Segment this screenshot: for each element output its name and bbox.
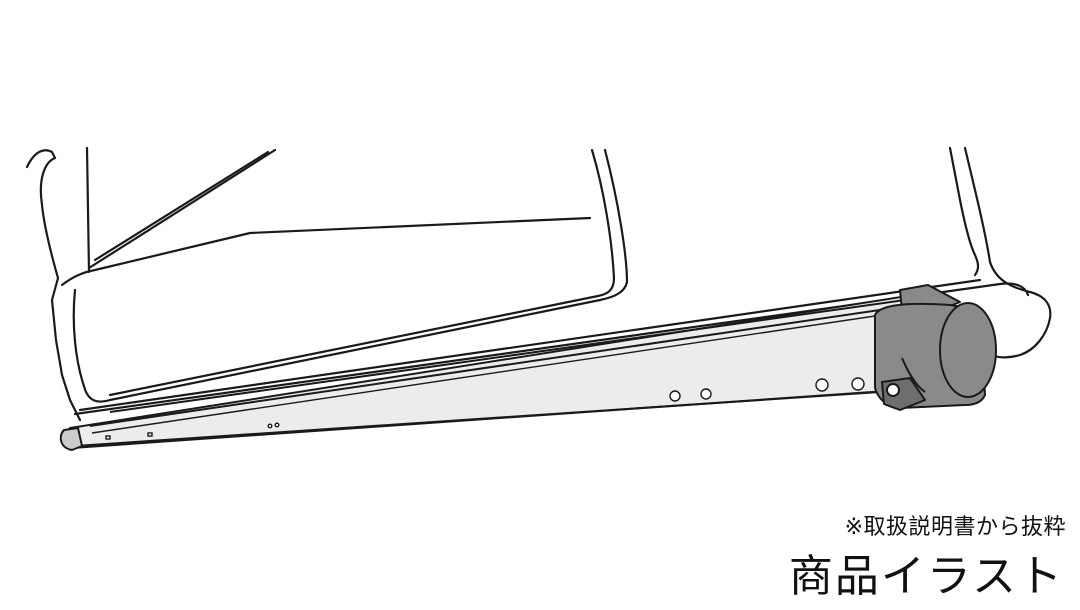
rail-hole-3	[815, 378, 829, 392]
rail-top-edge	[109, 299, 906, 413]
body-left-edge	[25, 149, 60, 280]
door-lower-inner	[108, 148, 616, 397]
body-right-rear-inner	[963, 146, 1052, 359]
rail-hole-4	[851, 377, 865, 391]
body-sill-line	[78, 278, 982, 412]
rail-hole-small-1	[267, 423, 273, 429]
end-cap-lever	[901, 357, 926, 393]
body-left-inner	[50, 276, 82, 422]
rail-groove2	[91, 312, 896, 434]
window-diagonal-inner	[93, 150, 270, 262]
body-lower-left	[60, 216, 592, 287]
rail-slot-1	[105, 435, 111, 440]
rail-groove	[89, 306, 901, 427]
end-cap-screw	[886, 383, 900, 397]
caption-title: 商品イラスト	[788, 551, 1064, 602]
end-cap-drum	[939, 302, 997, 398]
rail-holes	[105, 377, 865, 440]
rail-bottom-edge	[74, 391, 881, 447]
rail-hole-2	[700, 388, 712, 400]
window-diagonal	[87, 148, 277, 270]
body-left-pillar	[85, 146, 91, 274]
rail-hole-small-2	[274, 422, 280, 428]
body-sill-line2	[73, 282, 1030, 416]
caption-note: ※取扱説明書から抜粋	[844, 515, 1066, 540]
rail-slot-2	[147, 432, 153, 437]
rail-left-end	[59, 427, 83, 451]
door-lower-outline	[72, 148, 629, 403]
end-cap	[874, 284, 997, 411]
body-right-rear	[948, 146, 980, 277]
rail-hole-1	[669, 390, 681, 402]
